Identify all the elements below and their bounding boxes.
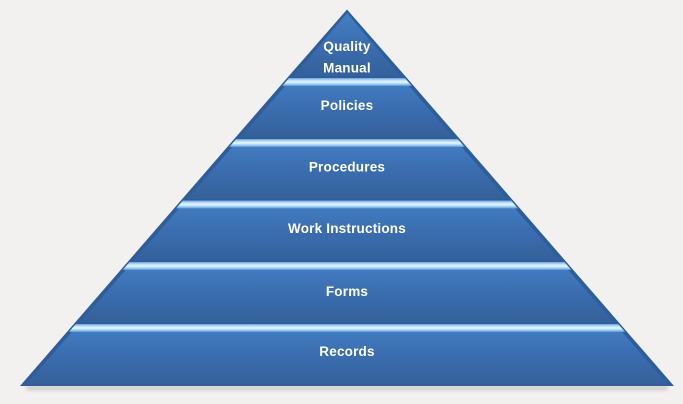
pyramid-level-work-instructions: Work Instructions <box>127 200 567 262</box>
pyramid-level-records: Records <box>20 324 674 386</box>
level-label: Records <box>319 344 374 359</box>
level-label: Policies <box>321 98 374 113</box>
level-label-line2: Manual <box>323 61 371 76</box>
pyramid-level-procedures: Procedures <box>180 139 514 201</box>
level-highlight-band <box>122 262 572 270</box>
pyramid-shadow <box>26 385 668 391</box>
pyramid-level-quality-manual: Quality Manual <box>287 9 407 78</box>
level-body <box>187 139 507 199</box>
level-body <box>240 78 454 138</box>
level-body <box>26 324 668 385</box>
level-label-line1: Quality <box>323 39 370 54</box>
level-label: Forms <box>326 284 368 299</box>
level-label: Procedures <box>309 160 385 175</box>
level-highlight-band <box>229 139 465 147</box>
level-highlight-band <box>282 78 412 86</box>
level-label: Work Instructions <box>288 221 406 236</box>
level-highlight-band <box>68 324 626 332</box>
level-body <box>133 200 561 261</box>
level-body <box>293 13 401 77</box>
level-body <box>80 262 614 323</box>
pyramid-level-policies: Policies <box>234 78 460 139</box>
level-highlight-band <box>176 200 518 209</box>
pyramid-level-forms: Forms <box>73 262 621 324</box>
